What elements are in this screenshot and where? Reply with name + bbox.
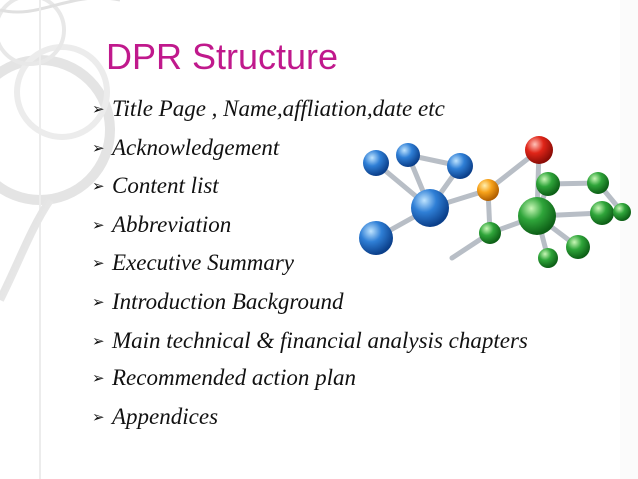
list-item-label: Recommended action plan bbox=[112, 365, 356, 390]
list-item: ➢ Main technical & financial analysis cha… bbox=[92, 321, 552, 359]
green-atom bbox=[566, 235, 590, 259]
blue-atom bbox=[359, 221, 393, 255]
arrow-bullet-icon: ➢ bbox=[92, 292, 105, 311]
arrow-bullet-icon: ➢ bbox=[92, 332, 105, 350]
molecule-network-illustration bbox=[359, 136, 631, 268]
list-item-label: Introduction Background bbox=[112, 288, 344, 314]
bullet-list: ➢ Title Page , Name,affliation,date etc ➢… bbox=[92, 90, 552, 436]
list-item: ➢ Introduction Background bbox=[92, 283, 552, 322]
green-atom bbox=[538, 248, 558, 268]
arrow-bullet-icon: ➢ bbox=[92, 407, 105, 426]
list-item: ➢ Executive Summary bbox=[92, 244, 552, 283]
orange-atom bbox=[477, 179, 499, 201]
green-atom bbox=[536, 172, 560, 196]
blue-atom bbox=[411, 189, 449, 227]
arrow-bullet-icon: ➢ bbox=[92, 100, 105, 118]
green-atom bbox=[587, 172, 609, 194]
list-item-label: Appendices bbox=[112, 403, 219, 429]
list-item: ➢ Content list bbox=[92, 167, 552, 206]
arrow-bullet-icon: ➢ bbox=[92, 177, 105, 195]
list-item-label: Abbreviation bbox=[112, 211, 232, 237]
blue-atom bbox=[447, 153, 473, 179]
blue-atom bbox=[363, 150, 389, 176]
red-atom bbox=[525, 136, 553, 164]
list-item-label: Acknowledgement bbox=[112, 134, 280, 160]
list-item: ➢ Recommended action plan bbox=[92, 359, 552, 398]
green-atom bbox=[479, 222, 501, 244]
green-atom bbox=[590, 201, 614, 225]
arrow-bullet-icon: ➢ bbox=[92, 138, 105, 157]
list-item-label: Title Page , Name,affliation,date etc bbox=[112, 96, 445, 121]
green-atom bbox=[613, 203, 631, 221]
list-item: ➢ Abbreviation bbox=[92, 206, 552, 245]
green-atom bbox=[518, 197, 556, 235]
arrow-bullet-icon: ➢ bbox=[92, 254, 105, 272]
list-item-label: Main technical & financial analysis chap… bbox=[112, 328, 528, 353]
list-item-label: Content list bbox=[112, 173, 219, 198]
list-item: ➢ Appendices bbox=[92, 398, 552, 437]
arrow-bullet-icon: ➢ bbox=[92, 369, 105, 387]
blue-atom bbox=[396, 143, 420, 167]
list-item: ➢ Acknowledgement bbox=[92, 129, 552, 168]
arrow-bullet-icon: ➢ bbox=[92, 215, 105, 234]
list-item: ➢ Title Page , Name,affliation,date etc bbox=[92, 90, 552, 129]
slide-title: DPR Structure bbox=[106, 36, 339, 77]
list-item-label: Executive Summary bbox=[112, 250, 295, 275]
